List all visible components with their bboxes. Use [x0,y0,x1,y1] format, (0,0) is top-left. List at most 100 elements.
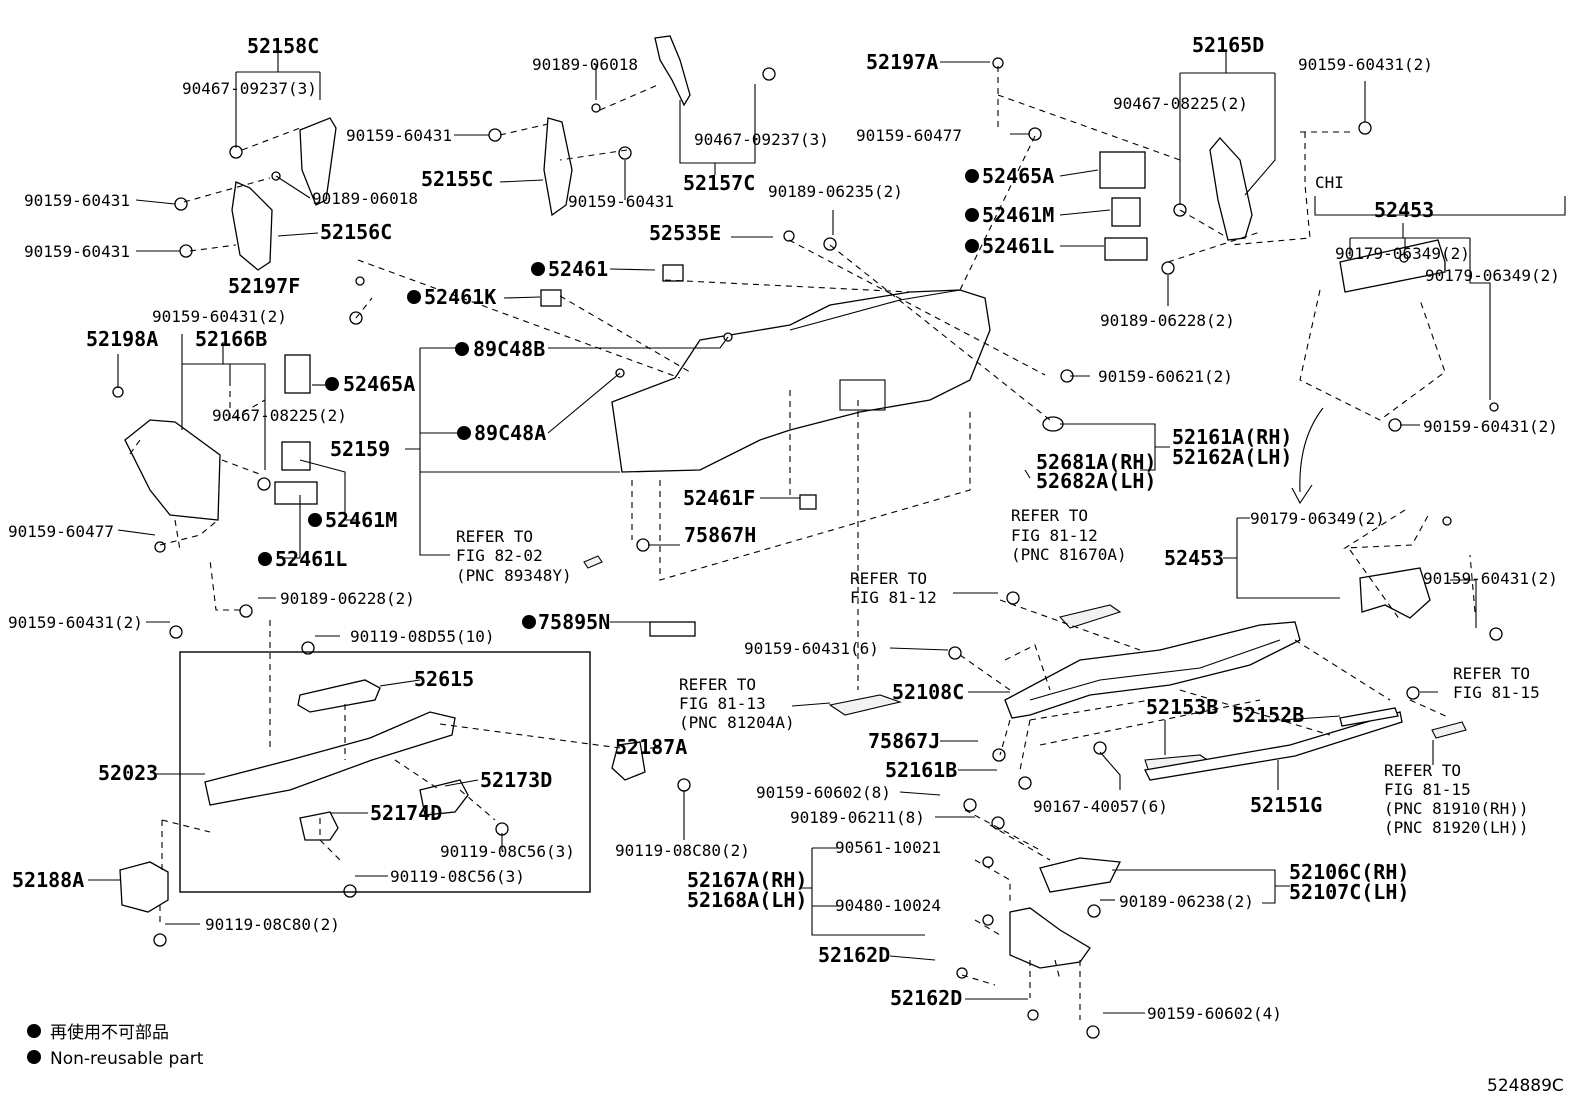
lower-bumper-inner [1029,639,1281,701]
part-label: 52682A(LH) [1036,469,1156,493]
fastener [963,798,977,812]
fastener [591,103,601,113]
figure-ref: FIG 81-13 [679,694,766,713]
part-label: 52461 [548,257,608,281]
side-cover-52165d [1209,137,1253,241]
non-reusable-dot [531,262,545,276]
bracket-52155c [543,117,573,217]
fastener [1027,1009,1039,1021]
fasteners [112,57,1503,1039]
part-label: 90159-60431(2) [8,613,143,632]
part-label: 52152B [1232,703,1304,727]
part-label: 90159-60431 [346,126,452,145]
part-label: 52106C(RH) [1289,860,1409,884]
part-label: 75867H [684,523,756,547]
part-labels: 52158C 90467-09237(3) 90159-60431 90159-… [8,33,1560,1023]
part-label: 90179-06349(2) [1250,509,1385,528]
part-label: 52187A [615,735,687,759]
part-label: 52023 [98,761,158,785]
fastener [992,748,1006,762]
part-label: 90159-60431 [24,242,130,261]
part-label: 90119-08C80(2) [615,841,750,860]
part-label: 52461M [982,203,1054,227]
figure-ref: (PNC 81670A) [1011,545,1127,564]
part-label: 52162D [818,943,890,967]
fastener [1388,418,1402,432]
part-label: 90159-60602(4) [1147,1004,1282,1023]
part-label: 90167-40057(6) [1033,797,1168,816]
figure-ref: (PNC 81204A) [679,713,795,732]
non-reusable-dot [457,426,471,440]
fastener [153,933,167,947]
non-reusable-dot [965,169,979,183]
fastener [239,604,253,618]
part-label: 90179-06349(2) [1335,244,1470,263]
part-label: 90159-60602(8) [756,783,891,802]
part-label: 52151G [1250,793,1322,817]
fastener [618,146,632,160]
retainer-52615 [297,679,381,713]
cover-52167a [1009,907,1091,969]
part-label: 90189-06211(8) [790,808,925,827]
part-label: 90189-06238(2) [1119,892,1254,911]
fastener [1006,591,1020,605]
part-label: 90159-60431 [568,192,674,211]
part-label: 52465A [982,164,1054,188]
part-label: 52166B [195,327,267,351]
part-label: 90480-10024 [835,896,941,915]
chi-label: CHI [1315,173,1344,192]
fastener [154,541,166,553]
part-label: 90189-06018 [312,189,418,208]
part-label: 52153B [1146,695,1218,719]
non-reusable-dot [308,513,322,527]
fastener [1489,402,1499,412]
fastener [488,128,502,142]
fastener [677,778,691,792]
figure-ref: FIG 81-12 [1011,526,1098,545]
pad-52461l-right [1104,237,1148,261]
figure-ref: REFER TO [1011,506,1088,525]
figure-id: 524889C [1487,1076,1564,1096]
figure-ref: REFER TO [1384,761,1461,780]
part-label: 52465A [343,372,415,396]
part-label: 52162D [890,986,962,1010]
non-reusable-dot [965,239,979,253]
fastener [1086,1025,1100,1039]
part-label: 90159-60431(2) [1298,55,1433,74]
non-reusable-markers [258,169,979,629]
part-label: 90189-06235(2) [768,182,903,201]
part-label: 90159-60431(6) [744,639,879,658]
part-label: 52168A(LH) [687,888,807,912]
plate-bracket-52453-lower [1359,567,1431,619]
reinforcement-subassembly-box [179,651,591,893]
ref-82-02-part [583,555,603,569]
part-label: 90159-60477 [856,126,962,145]
fastener [1399,253,1409,263]
pad-52461f [799,494,817,510]
fastener [1489,627,1503,641]
part-label: 75867J [868,729,940,753]
part-label: 90119-08C80(2) [205,915,340,934]
pad-52465a-left [284,354,311,394]
figure-ref: REFER TO [1453,664,1530,683]
legend-text-en: Non-reusable part [50,1049,204,1069]
fastener [1161,261,1175,275]
fastener [112,386,124,398]
fastener [1358,121,1372,135]
part-label: 89C48B [473,337,545,361]
part-label: 89C48A [474,421,546,445]
part-label: 90119-08C56(3) [440,842,575,861]
tape-75895n [649,621,696,637]
part-label: 90159-60477 [8,522,114,541]
pad-52461m-right [1111,197,1141,227]
part-label: 52161A(RH) [1172,425,1292,449]
part-drawings [112,35,1503,1039]
pad-52461k [540,289,562,307]
part-label: 90189-06228(2) [280,589,415,608]
bracket-52173d [419,779,469,816]
part-label: 52158C [247,34,319,58]
figure-ref: REFER TO [850,569,927,588]
fastener [783,230,795,242]
bracket-52188a [119,861,169,913]
